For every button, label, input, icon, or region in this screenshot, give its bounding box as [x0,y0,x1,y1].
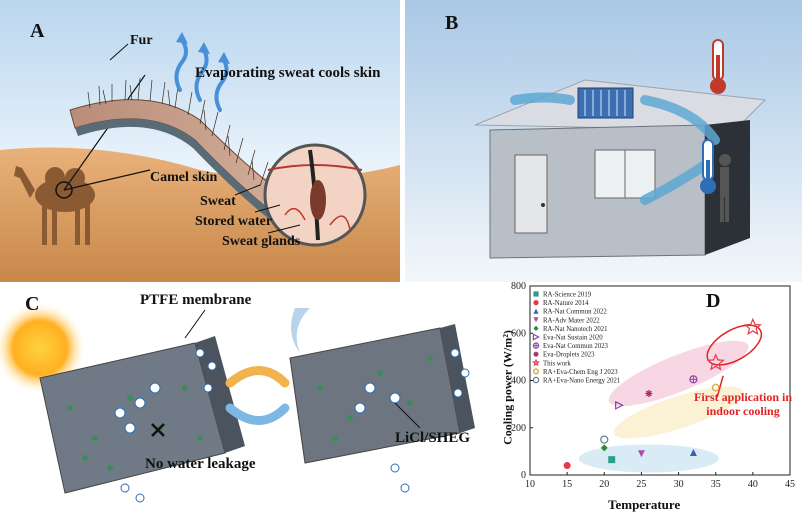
chart-annotation: First application in indoor cooling [693,390,792,418]
data-point [712,383,720,392]
legend-entry: RA+Eva-Chem Eng J 2023 [543,369,618,376]
airflow-arrows [510,92,720,205]
panel-b-illustration [405,0,802,282]
ptfe-label: PTFE membrane [140,292,252,308]
legend-entry: This work [543,360,571,367]
data-point [533,308,539,314]
data-point [689,449,697,457]
sweat-glands-label: Sweat glands [222,234,301,249]
panel-b-label: B [445,12,459,34]
panel-c: C PTFE membrane No water leakage LiCl/SH… [0,288,480,517]
y-tick-label: 600 [511,328,526,339]
data-point [689,375,698,384]
fur-label: Fur [130,33,153,48]
data-point [532,342,540,349]
data-point [532,376,540,384]
annotation-arrow [716,375,724,398]
moon-icon [291,308,310,353]
person-figure [719,154,731,222]
panel-c-label: C [25,293,40,315]
data-point [706,353,725,371]
x-tick-label: 45 [785,479,795,490]
sweat-label: Sweat [200,194,236,209]
panel-d-label: D [706,290,721,312]
water-droplets [120,348,470,503]
evaporating-label: Evaporating sweat cools skin [195,65,381,81]
data-point [637,450,645,458]
data-point [533,291,539,297]
y-tick-label: 200 [511,423,526,434]
sun-icon [0,303,85,393]
cooling-power-chart: 10 15 20 25 30 35 40 45 0 200 400 600 800 RA-Science… [511,281,795,490]
panel-d: 10 15 20 25 30 35 40 45 0 200 400 600 800 RA-Science… [488,280,802,517]
cross-mark-icon [151,423,165,437]
data-point [533,300,539,306]
panel-a-label: A [30,20,45,42]
door [514,154,548,234]
data-point [533,351,539,357]
fur-hairs [87,77,293,204]
x-tick-label: 20 [599,479,609,490]
data-point [608,456,616,464]
data-point [532,358,540,367]
data-point [600,435,609,444]
chart-axes: 10 15 20 25 30 35 40 45 0 200 400 600 800 [511,281,795,490]
panel-a-illustration [0,0,400,282]
ellipse-raeva-group [613,386,744,439]
data-point [533,368,539,375]
data-point [600,444,608,452]
x-tick-label: 35 [711,479,721,490]
hydrogel-block-left [39,336,245,494]
y-tick-label: 400 [511,376,526,387]
cooling-panel [577,87,634,119]
legend-entry: RA+Eva-Nano Energy 2021 [543,378,620,385]
ellipse-ra-group [578,444,719,473]
cycle-arrows [225,366,290,425]
x-tick-label: 15 [562,479,572,490]
x-tick-label: 10 [525,479,535,490]
legend-entry: RA-Nat Nanotech 2021 [543,326,608,333]
vapor-arrows [174,38,229,112]
legend-entry: RA-Adv Mater 2022 [543,317,600,324]
group-ellipses [578,324,763,473]
no-leakage-label: No water leakage [145,456,256,472]
camel-zoom-circle [55,181,73,199]
panel-c-illustration [0,288,480,517]
legend-entry: RA-Nat Commun 2022 [543,309,607,316]
house [474,79,767,259]
data-point [743,317,762,336]
stored-water-label: Stored water [195,214,273,229]
hydrogel-block-right [289,324,475,464]
ellipse-eva-group [608,340,749,407]
x-tick-label: 40 [748,479,758,490]
panel-a: A Fur Evaporating sweat cools skin Camel… [0,0,400,282]
cold-thermometer-icon [700,139,716,194]
x-tick-label: 30 [674,479,684,490]
y-axis-label: Cooling power (W/m²) [500,330,515,445]
legend-entry: Eva-Nat Commun 2023 [543,343,609,350]
panel-b: B [405,0,802,282]
data-point [563,462,571,470]
legend-entry: Eva-Droplets 2023 [543,352,595,359]
x-axis-label: Temperature [608,497,681,512]
data-point [532,333,540,341]
y-tick-label: 0 [521,470,526,481]
camel-skin-label: Camel skin [150,170,218,185]
chart-marks [563,317,762,470]
hot-thermometer-icon [710,39,726,94]
legend-entry: RA-Science 2019 [543,292,592,299]
legend-entry: Eva-Nat Sustain 2020 [543,335,603,342]
data-point [533,325,539,331]
data-point [615,400,624,410]
x-tick-label: 25 [636,479,646,490]
licl-label: LiCl/SHEG [395,430,471,446]
sweat-gland-zoom [263,143,367,247]
data-point [645,389,653,397]
data-point [533,317,539,323]
y-tick-label: 800 [511,281,526,292]
legend-entry: RA-Nature 2014 [543,300,589,307]
